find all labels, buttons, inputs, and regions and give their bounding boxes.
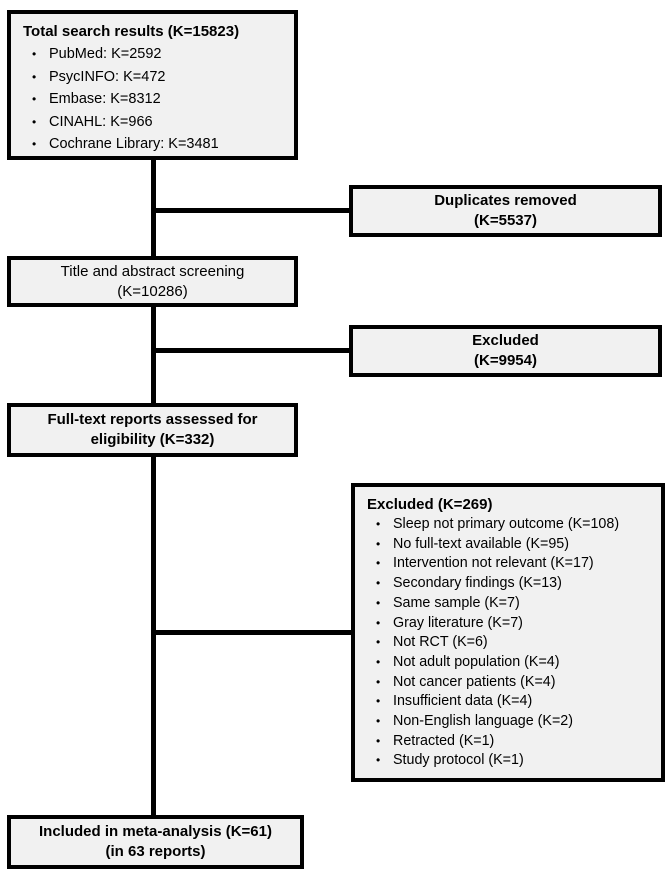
bullet-item: • CINAHL: K=966 xyxy=(23,111,288,134)
title-abstract-screening-label: Title and abstract screening xyxy=(60,262,245,280)
bullet-label: PubMed: K=2592 xyxy=(49,46,162,62)
bullet-icon: • xyxy=(32,137,37,151)
total-search-results-title: Total search results (K=15823) xyxy=(23,23,240,40)
bullet-label: Gray literature (K=7) xyxy=(393,614,523,631)
included-meta-analysis-label: Included in meta-analysis (K=61) xyxy=(39,823,272,840)
bullet-label: Not RCT (K=6) xyxy=(393,634,488,651)
bullet-item: • PubMed: K=2592 xyxy=(23,43,288,66)
bullet-label: Cochrane Library: K=3481 xyxy=(49,136,219,152)
bullet-item: • Retracted (K=1) xyxy=(367,732,657,752)
connector-to-excluded-screening xyxy=(153,348,349,353)
bullet-item: • Same sample (K=7) xyxy=(367,594,657,614)
bullet-label: Same sample (K=7) xyxy=(393,594,520,611)
bullet-item: • Sleep not primary outcome (K=108) xyxy=(367,515,657,535)
fulltext-assessed-box: Full-text reports assessed for eligibili… xyxy=(7,403,298,457)
bullet-icon: • xyxy=(376,536,381,551)
excluded-fulltext-title: Excluded (K=269) xyxy=(367,496,493,513)
duplicates-removed-label: Duplicates removed xyxy=(434,192,577,209)
connector-to-excluded-fulltext xyxy=(153,630,351,635)
bullet-item: • PsycINFO: K=472 xyxy=(23,66,288,89)
bullet-icon: • xyxy=(32,92,37,106)
bullet-item: • No full-text available (K=95) xyxy=(367,535,657,555)
bullet-label: Intervention not relevant (K=17) xyxy=(393,555,594,572)
duplicates-removed-box: Duplicates removed (K=5537) xyxy=(349,185,662,237)
bullet-icon: • xyxy=(376,654,381,669)
bullet-label: Non-English language (K=2) xyxy=(393,713,574,730)
bullet-item: • Not adult population (K=4) xyxy=(367,653,657,673)
bullet-item: • Intervention not relevant (K=17) xyxy=(367,554,657,574)
bullet-label: Retracted (K=1) xyxy=(393,732,495,749)
bullet-item: • Insufficient data (K=4) xyxy=(367,692,657,712)
bullet-icon: • xyxy=(376,635,381,650)
connector-screening-to-fulltext xyxy=(151,305,156,405)
connector-fulltext-to-included xyxy=(151,455,156,817)
bullet-icon: • xyxy=(376,576,381,591)
bullet-label: Secondary findings (K=13) xyxy=(393,575,562,592)
total-search-results-box: Total search results (K=15823) • PubMed: … xyxy=(7,10,298,160)
bullet-icon: • xyxy=(376,753,381,768)
excluded-fulltext-box: Excluded (K=269) • Sleep not primary outc… xyxy=(351,483,665,782)
bullet-label: CINAHL: K=966 xyxy=(49,113,153,130)
included-reports-label: (in 63 reports) xyxy=(105,843,206,860)
bullet-label: Not cancer patients (K=4) xyxy=(393,673,556,690)
title-abstract-screening-box: Title and abstract screening (K=10286) xyxy=(7,256,298,307)
bullet-icon: • xyxy=(32,69,37,84)
bullet-label: No full-text available (K=95) xyxy=(393,535,570,552)
bullet-icon: • xyxy=(32,114,37,129)
bullet-icon: • xyxy=(376,674,381,689)
bullet-icon: • xyxy=(376,517,381,531)
bullet-label: PsycINFO: K=472 xyxy=(49,68,166,85)
bullet-item: • Cochrane Library: K=3481 xyxy=(23,133,288,156)
bullet-label: Sleep not primary outcome (K=108) xyxy=(393,516,620,532)
bullet-label: Study protocol (K=1) xyxy=(393,752,524,769)
exclusion-reasons-list: • Sleep not primary outcome (K=108) • No fu… xyxy=(367,515,657,771)
bullet-item: • Non-English language (K=2) xyxy=(367,712,657,732)
bullet-icon: • xyxy=(32,47,37,61)
included-meta-analysis-box: Included in meta-analysis (K=61) (in 63 … xyxy=(7,815,304,869)
bullet-item: • Not RCT (K=6) xyxy=(367,633,657,653)
title-abstract-screening-count: (K=10286) xyxy=(117,282,188,300)
bullet-item: • Secondary findings (K=13) xyxy=(367,574,657,594)
bullet-icon: • xyxy=(376,694,381,709)
bullet-item: • Gray literature (K=7) xyxy=(367,614,657,634)
bullet-label: Insufficient data (K=4) xyxy=(393,693,533,710)
excluded-screening-label: Excluded xyxy=(472,332,539,349)
bullet-item: • Not cancer patients (K=4) xyxy=(367,673,657,693)
bullet-label: Embase: K=8312 xyxy=(49,91,161,107)
bullet-item: • Embase: K=8312 xyxy=(23,88,288,111)
bullet-label: Not adult population (K=4) xyxy=(393,653,560,670)
bullet-icon: • xyxy=(376,556,381,571)
database-results-list: • PubMed: K=2592 • PsycINFO: K=472 • Embase: … xyxy=(23,43,288,156)
bullet-icon: • xyxy=(376,615,381,630)
fulltext-assessed-label-line1: Full-text reports assessed for xyxy=(47,411,258,428)
fulltext-assessed-label-line2: eligibility (K=332) xyxy=(90,431,215,448)
excluded-screening-box: Excluded (K=9954) xyxy=(349,325,662,377)
excluded-screening-count: (K=9954) xyxy=(474,352,537,369)
duplicates-removed-count: (K=5537) xyxy=(474,212,537,229)
bullet-icon: • xyxy=(376,595,381,610)
bullet-icon: • xyxy=(376,714,381,729)
bullet-icon: • xyxy=(376,733,381,748)
bullet-item: • Study protocol (K=1) xyxy=(367,751,657,771)
connector-to-duplicates xyxy=(153,208,349,213)
connector-total-to-screening xyxy=(151,156,156,258)
